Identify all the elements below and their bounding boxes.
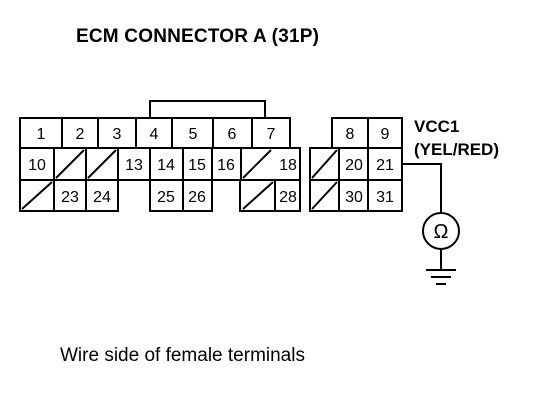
- pin-30: 30: [345, 189, 363, 206]
- pin-6: 6: [228, 126, 237, 143]
- pin-10: 10: [28, 157, 46, 174]
- probe-wire: [402, 163, 442, 213]
- pin-26: 26: [188, 189, 206, 206]
- pin-14: 14: [157, 157, 175, 174]
- ohm-icon: Ω: [434, 221, 449, 243]
- pin-23: 23: [61, 189, 79, 206]
- pin-25: 25: [157, 189, 175, 206]
- pin-18: 18: [279, 157, 297, 174]
- connector-key-tab: [149, 100, 266, 118]
- wire-color-label: (YEL/RED): [414, 140, 499, 159]
- pin-24: 24: [93, 189, 111, 206]
- pin-2: 2: [76, 126, 85, 143]
- pin-1: 1: [37, 126, 46, 143]
- pin-31: 31: [376, 189, 394, 206]
- pin-28: 28: [279, 189, 297, 206]
- pin-16: 16: [217, 157, 235, 174]
- pin-21: 21: [376, 157, 394, 174]
- pin-13: 13: [125, 157, 143, 174]
- pin-8: 8: [346, 126, 355, 143]
- pin-4: 4: [150, 126, 159, 143]
- pin-3: 3: [113, 126, 122, 143]
- terminal-label: VCC1: [414, 117, 460, 136]
- pin-7: 7: [267, 126, 276, 143]
- pin-5: 5: [189, 126, 198, 143]
- pin-20: 20: [345, 157, 363, 174]
- diagram-caption: Wire side of female terminals: [60, 345, 305, 366]
- connector-title: ECM CONNECTOR A (31P): [76, 26, 320, 47]
- pin-15: 15: [188, 157, 206, 174]
- pin-9: 9: [381, 126, 390, 143]
